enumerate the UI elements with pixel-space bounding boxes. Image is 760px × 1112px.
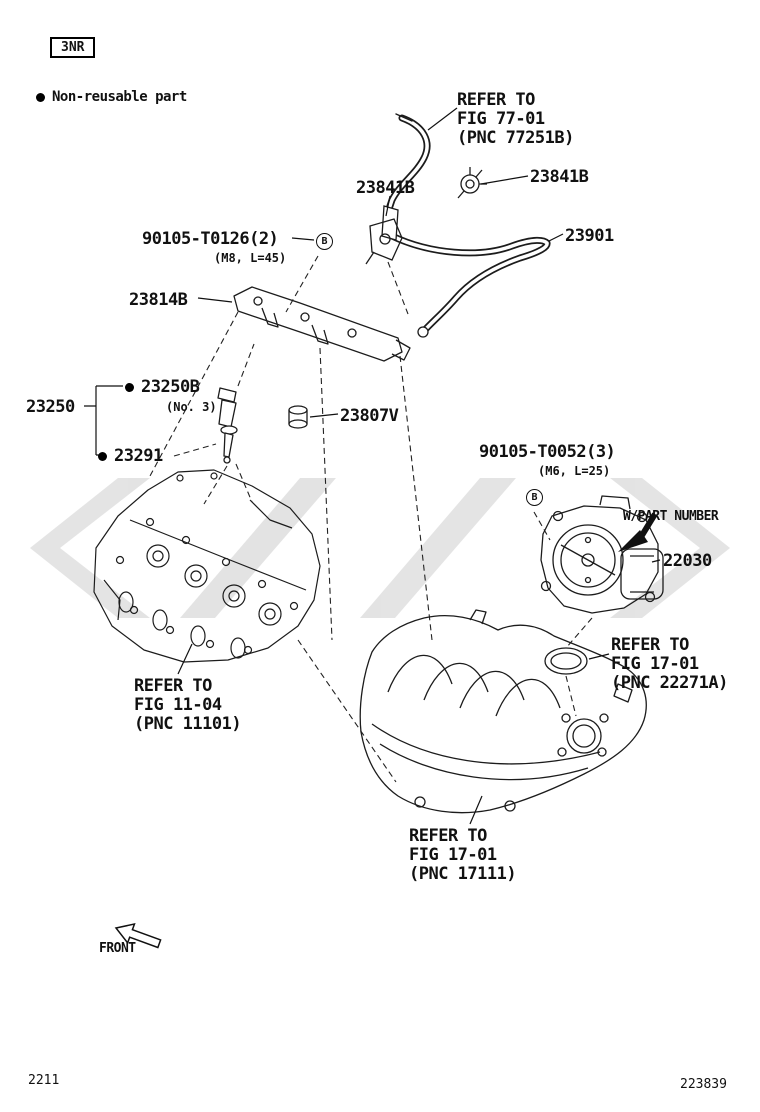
watermark <box>30 478 730 618</box>
refer-line: FIG 17-01 <box>409 845 497 865</box>
refer-line: (PNC 17111) <box>409 864 517 884</box>
refer-line: FIG 17-01 <box>611 654 699 674</box>
leader-lines <box>84 107 661 825</box>
callout-23250b-note: (No. 3) <box>166 400 217 414</box>
clamp-art <box>365 167 487 265</box>
bullet-icon <box>125 382 134 392</box>
callout-90105-t0126-spec: (M8, L=45) <box>214 251 287 265</box>
refer-line: REFER TO <box>457 90 535 110</box>
refer-line: REFER TO <box>611 635 689 655</box>
callout-90105-t0126: 90105-T0126(2) <box>142 229 279 249</box>
fuel-rail-art <box>233 286 411 362</box>
callout-23841b-upper: 23841B <box>356 178 415 198</box>
callout-refer-fig-17-gasket: REFER TO FIG 17-01 (PNC 22271A) <box>611 636 728 693</box>
refer-line: (PNC 77251B) <box>457 128 574 148</box>
bolt-marker-b2: B <box>526 489 543 506</box>
intake-manifold-art <box>359 609 647 814</box>
callout-w-part-number: W/PART NUMBER <box>623 509 719 524</box>
callout-refer-fig-17-manifold: REFER TO FIG 17-01 (PNC 17111) <box>409 826 517 884</box>
fuel-pipe-art <box>381 113 551 338</box>
callout-23291: 23291 <box>98 446 163 466</box>
refer-line: (PNC 22271A) <box>611 673 728 693</box>
spacer-art <box>288 405 308 429</box>
legend-text: Non-reusable part <box>52 89 187 105</box>
gasket-art <box>544 647 588 675</box>
callout-23814b: 23814B <box>129 290 188 310</box>
refer-line: FIG 77-01 <box>457 109 545 129</box>
footer-page-code: 2211 <box>28 1073 60 1088</box>
part-number-arrow-icon <box>618 512 658 552</box>
cylinder-head-art <box>93 469 321 663</box>
callout-refer-fig-77: REFER TO FIG 77-01 (PNC 77251B) <box>457 91 574 148</box>
callout-23807v: 23807V <box>340 406 399 426</box>
callout-refer-fig-11-head: REFER TO FIG 11-04 (PNC 11101) <box>134 676 242 734</box>
projection-lines <box>149 255 593 783</box>
bolt-marker-b1: B <box>316 233 333 250</box>
part-number: 23250B <box>141 377 200 397</box>
callout-90105-t0052-spec: (M6, L=25) <box>538 464 611 478</box>
callout-23250b: 23250B <box>125 377 200 397</box>
bullet-icon <box>98 451 107 461</box>
refer-line: FIG 11-04 <box>134 695 222 715</box>
bullet-icon <box>36 92 45 102</box>
callout-23901: 23901 <box>565 226 614 246</box>
part-number: 23291 <box>114 446 163 466</box>
injector-art <box>217 387 238 464</box>
refer-line: (PNC 11101) <box>134 714 242 734</box>
front-label: FRONT <box>99 941 136 956</box>
callout-23841b-right: 23841B <box>530 167 589 187</box>
footer-figure-code: 223839 <box>680 1077 727 1092</box>
callout-22030: 22030 <box>663 551 712 571</box>
callout-23250: 23250 <box>26 397 75 417</box>
callout-90105-t0052: 90105-T0052(3) <box>479 442 616 462</box>
model-code-box: 3NR <box>50 37 96 58</box>
legend-non-reusable: Non-reusable part <box>36 89 187 105</box>
front-arrow-icon <box>114 923 162 949</box>
refer-line: REFER TO <box>134 676 212 696</box>
throttle-body-art <box>540 495 664 614</box>
refer-line: REFER TO <box>409 826 487 846</box>
